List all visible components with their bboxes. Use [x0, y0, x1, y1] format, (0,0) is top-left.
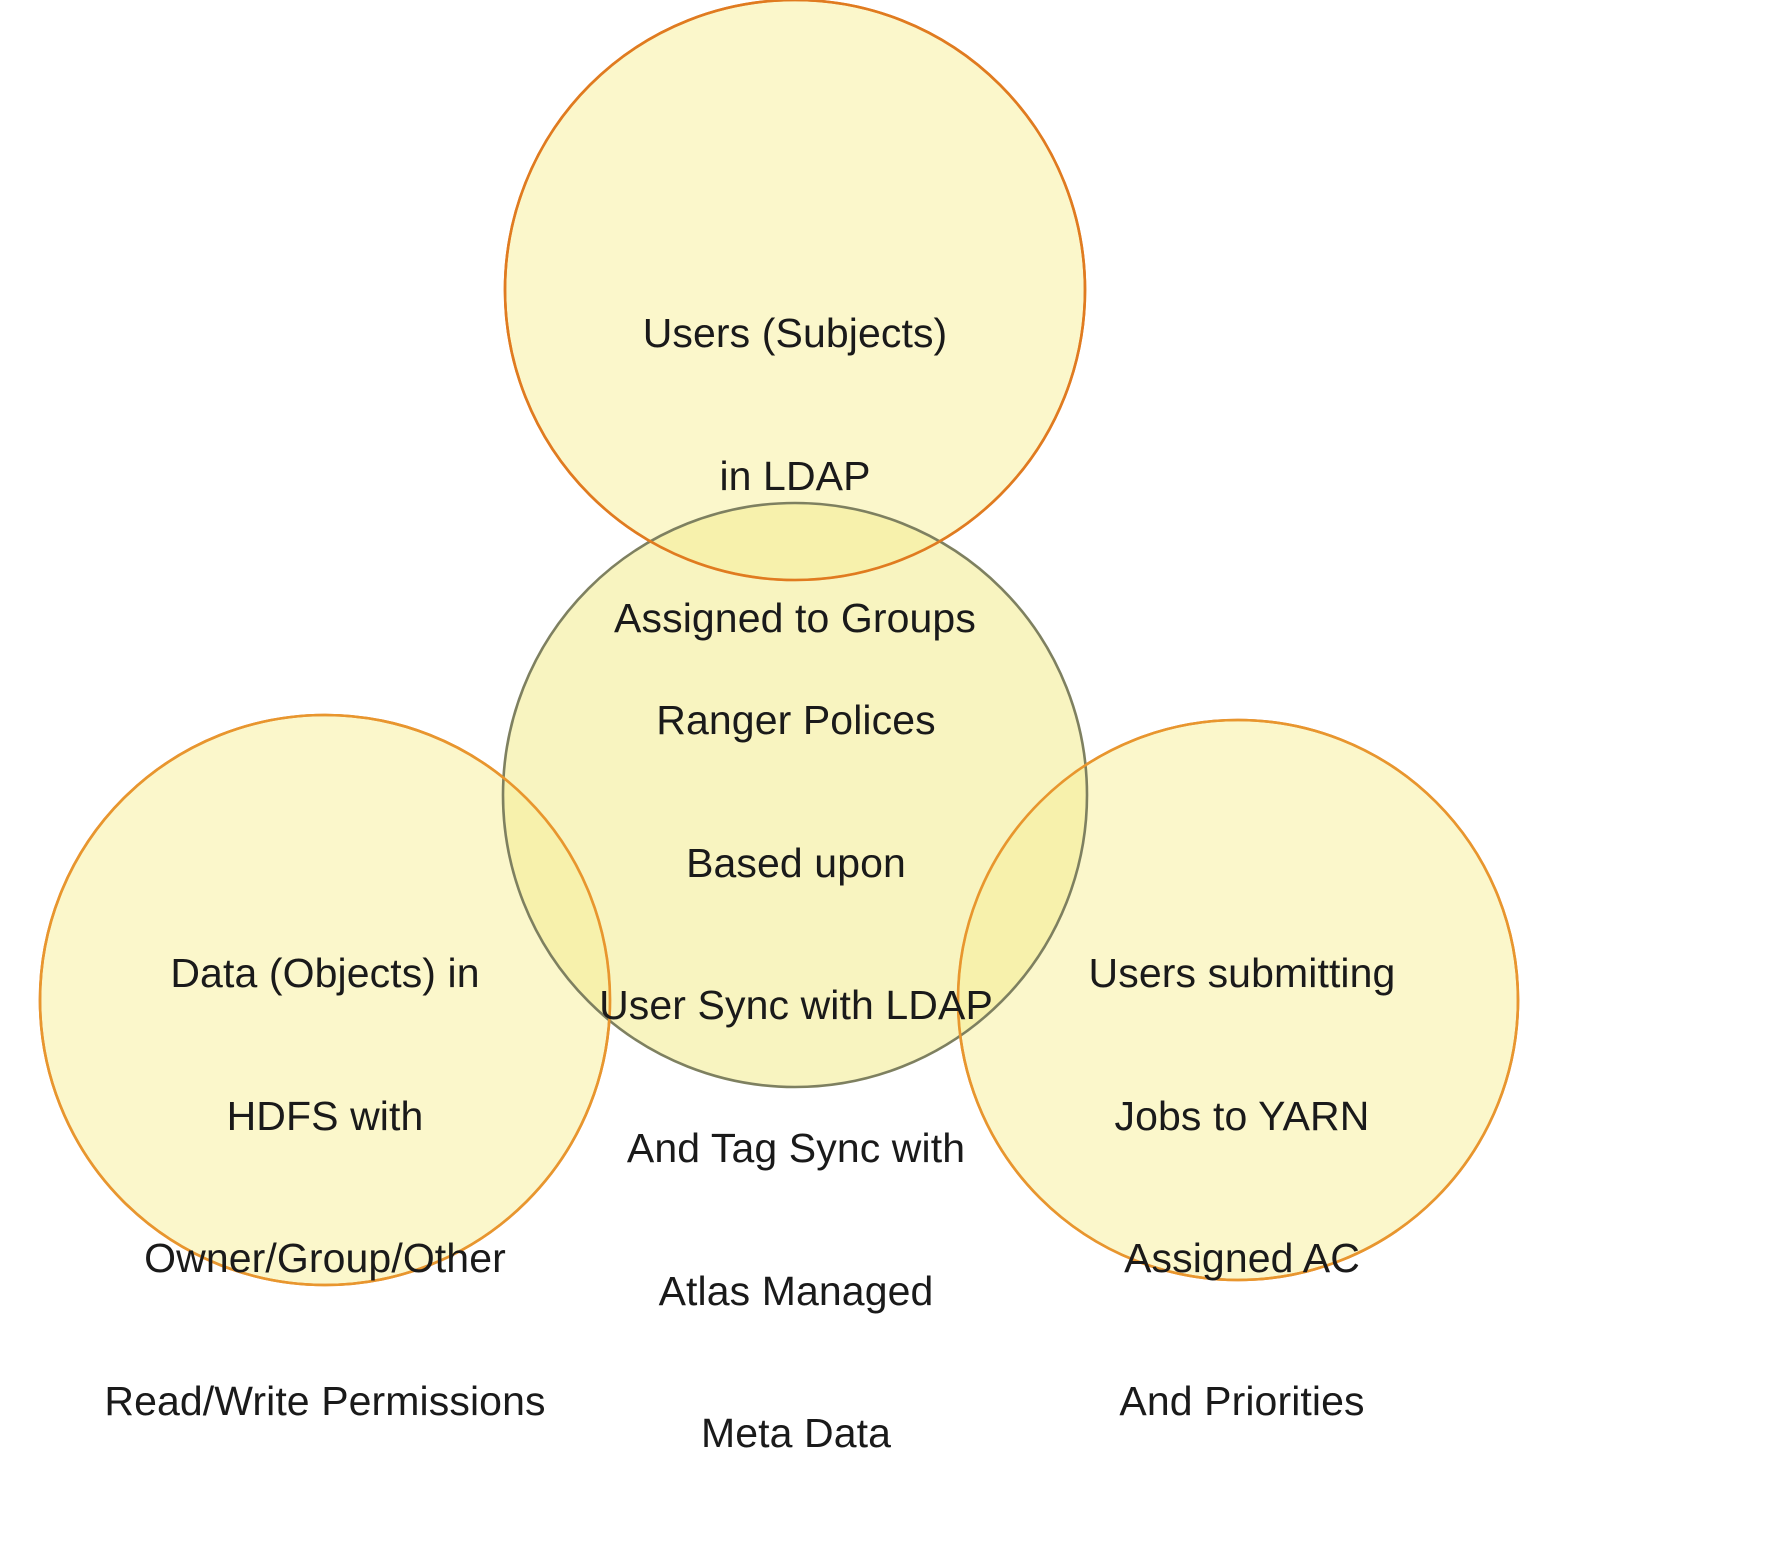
users-subjects-circle	[503, 0, 1087, 582]
ranger-polices-circle	[501, 501, 1089, 1089]
data-objects-circle-outline	[38, 713, 612, 1287]
venn-diagram: Users (Subjects) in LDAP Assigned to Gro…	[38, 0, 1520, 1457]
users-jobs-circle-outline	[956, 718, 1520, 1282]
venn-shapes	[38, 0, 1520, 1287]
users-subjects-circle-outline	[503, 0, 1087, 582]
